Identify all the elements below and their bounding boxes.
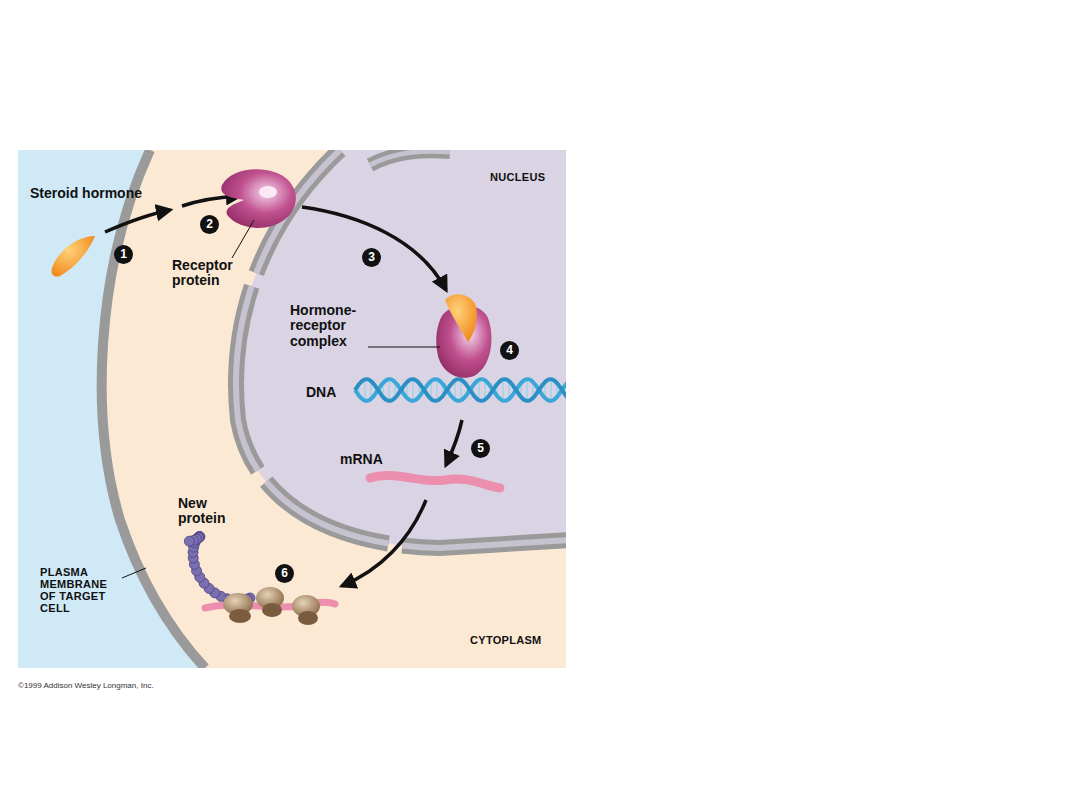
region-label: NUCLEUS — [490, 171, 545, 183]
base-pair — [388, 379, 390, 401]
part-label: mRNA — [340, 452, 383, 467]
binding-site — [259, 186, 277, 198]
base-pair — [412, 379, 414, 401]
part-label: Steroid hormone — [30, 186, 142, 201]
dna-strand — [355, 379, 566, 401]
leader-line — [232, 220, 254, 258]
amino-acid — [184, 536, 194, 546]
callout-number: 4 — [500, 341, 519, 360]
extracellular-fluid — [18, 150, 205, 668]
part-label: New protein — [178, 496, 240, 527]
dna-strand — [355, 379, 566, 401]
cell-scene — [18, 150, 566, 668]
copyright: ©1999 Addison Wesley Longman, Inc. — [18, 682, 154, 691]
part-label: DNA — [306, 385, 336, 400]
ribosome — [298, 611, 318, 625]
base-pair — [460, 380, 462, 401]
base-pair — [364, 379, 366, 401]
base-pair — [550, 379, 552, 401]
callout-number: 3 — [362, 248, 381, 267]
ribosome — [262, 603, 282, 617]
region-label: PLASMA MEMBRANE OF TARGET CELL — [40, 566, 122, 614]
base-pair — [436, 379, 438, 401]
dna-helix — [355, 379, 566, 401]
part-label: Hormone-receptor complex — [290, 303, 366, 349]
ribosome — [229, 609, 251, 623]
base-pair — [502, 379, 504, 401]
step-arrow — [105, 210, 170, 232]
base-pair — [478, 380, 480, 401]
step-arrow — [342, 500, 426, 586]
step-arrow — [446, 420, 462, 465]
callout-number: 6 — [275, 564, 294, 583]
leader-line — [122, 568, 146, 578]
region-label: CYTOPLASM — [470, 634, 542, 646]
part-label: Receptor protein — [172, 258, 252, 289]
nuclear-envelope-lumen — [370, 151, 450, 165]
step-arrow — [302, 207, 446, 290]
receptor-protein — [221, 169, 296, 228]
steroid-hormone — [51, 236, 95, 277]
bound-hormone — [445, 294, 477, 342]
callout-number: 2 — [200, 215, 219, 234]
nuclear-envelope — [370, 151, 450, 165]
leader-line — [368, 347, 440, 348]
callout-number: 5 — [471, 439, 490, 458]
callout-number: 1 — [114, 245, 133, 264]
plasma-membrane — [102, 150, 205, 668]
step-arrow — [182, 196, 240, 206]
mrna — [370, 475, 500, 488]
base-pair — [526, 379, 528, 401]
